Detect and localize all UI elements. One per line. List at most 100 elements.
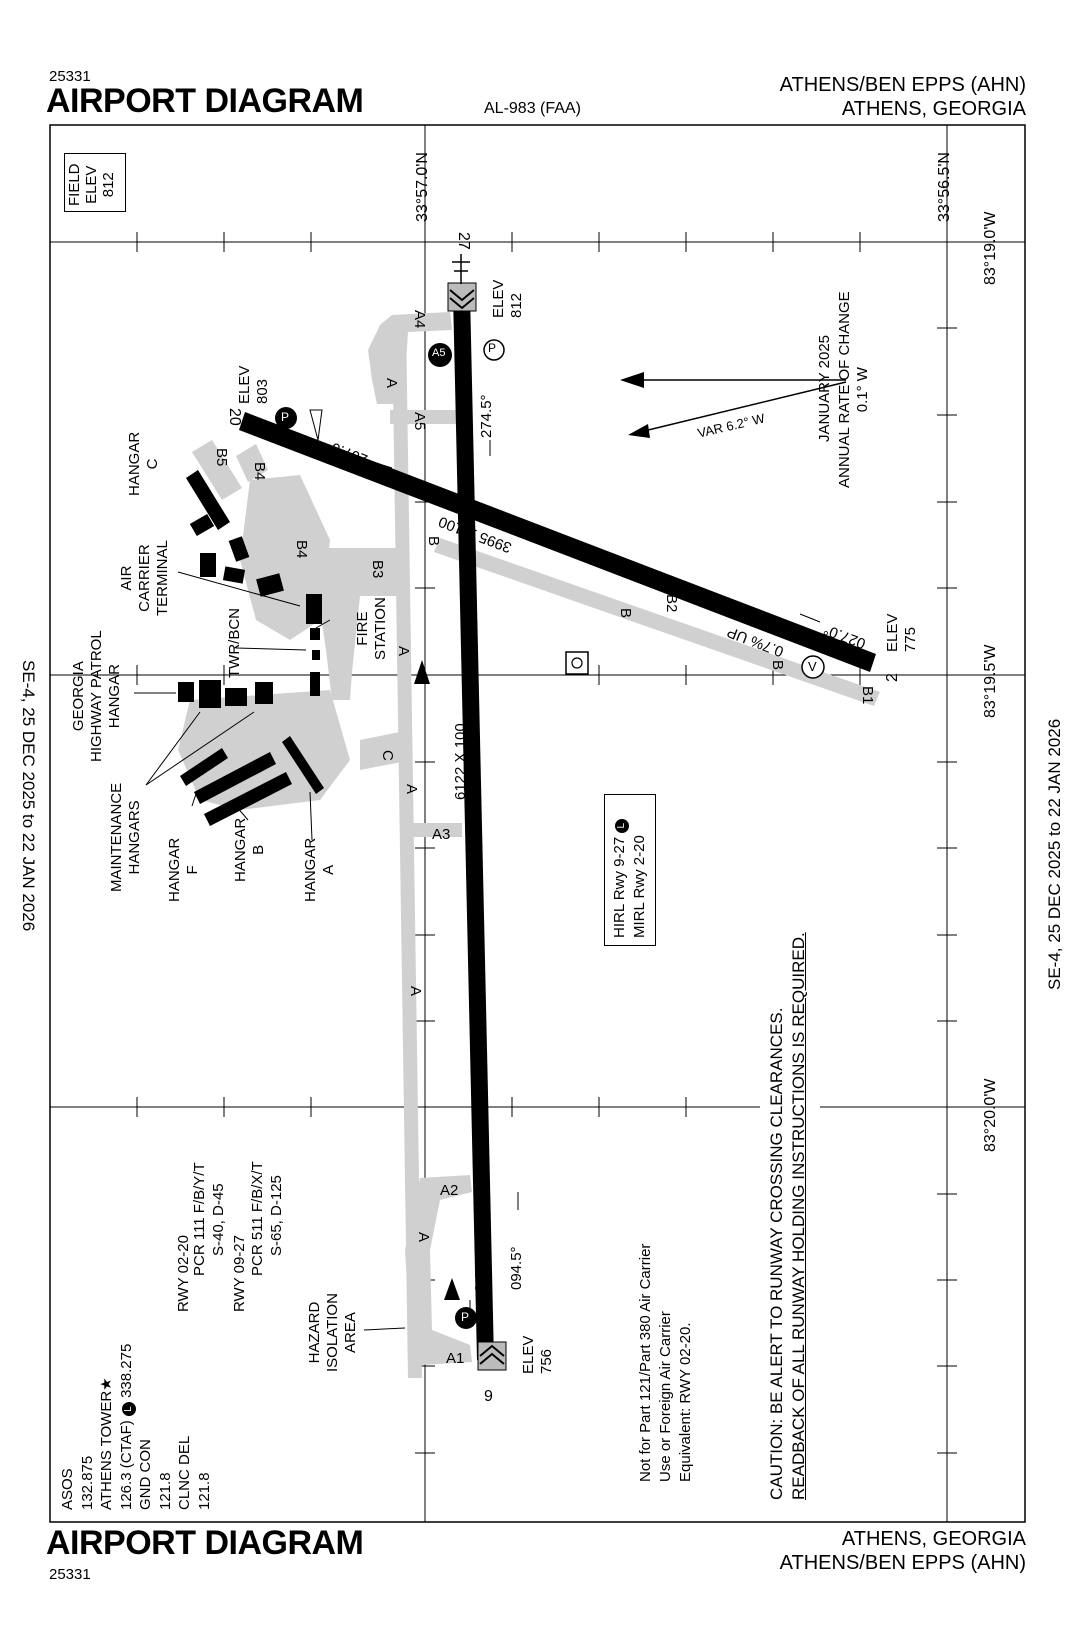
taxiway-c <box>360 730 412 770</box>
runway-27-label: 27 <box>455 232 472 250</box>
bearing-arrows <box>369 440 821 1310</box>
approach-lights-27 <box>452 254 470 284</box>
mirl-line: MIRL Rwy 2-20 <box>631 835 648 938</box>
tower-label: ATHENS TOWER <box>98 1390 115 1510</box>
lon-label-1: 83°19.0'W <box>982 211 999 286</box>
taxiway-a5-area <box>368 312 452 404</box>
windcone-icon-north <box>309 409 323 441</box>
strength-rwy-09-27: RWY 09-27 <box>231 1235 248 1312</box>
hirl-line: HIRL Rwy 9-27 L <box>610 818 630 938</box>
footer-title: AIRPORT DIAGRAM <box>46 1524 364 1562</box>
elevation-27: ELEV 812 <box>490 280 526 318</box>
lat-label-top-right: 33°56.5'N <box>936 152 953 222</box>
rate-line-1: ANNUAL RATE OF CHANGE <box>836 291 853 488</box>
ctaf-line: 126.3 (CTAF) L 338.275 <box>117 1344 137 1510</box>
ga-patrol-hangar-label: GEORGIA HIGHWAY PATROL HANGAR <box>70 630 124 762</box>
parking-letter-20: P <box>281 410 290 424</box>
building <box>225 688 247 706</box>
runway-2-20 <box>239 412 876 672</box>
taxiway-b5 <box>192 440 242 500</box>
building <box>222 566 246 584</box>
hangar-c-label: HANGAR C <box>126 432 162 496</box>
footer-procedure-number: 25331 <box>49 1566 91 1583</box>
sd-09-27: S-65, D-125 <box>268 1175 285 1256</box>
elev-9-label: ELEV <box>520 1335 537 1374</box>
elev-27-label: ELEV <box>490 279 507 318</box>
magnetic-variation <box>620 372 847 438</box>
ga-patrol-line-3: HANGAR <box>106 664 123 729</box>
elevation-2: ELEV 775 <box>884 614 920 652</box>
part121-line-2: Use or Foreign Air Carrier <box>657 1311 674 1482</box>
al-number: AL-983 (FAA) <box>484 100 581 117</box>
lighting-box <box>604 794 656 946</box>
runway-9-chevrons <box>477 1341 507 1371</box>
taxiway-b4 <box>236 444 268 482</box>
building <box>255 682 273 704</box>
symbols <box>275 339 825 1329</box>
hangar-b-label: HANGAR B <box>232 818 268 882</box>
true-north-arrow <box>620 372 644 388</box>
taxiway-b <box>434 538 880 706</box>
taxiway-a4 <box>390 410 460 424</box>
building <box>200 553 216 577</box>
taxiway-label-b5: B5 <box>213 448 230 467</box>
hazard-line-3: AREA <box>342 1312 359 1353</box>
act-line-2: CARRIER <box>136 544 153 612</box>
runway-strength-09-27-values: PCR 511 F/B/X/T S-65, D-125 <box>248 1161 286 1276</box>
fire-text: FIRE <box>354 611 371 646</box>
runway-2-label: 2 <box>884 673 901 682</box>
city-state: ATHENS, GEORGIA <box>841 98 1026 120</box>
building <box>199 680 221 708</box>
hangar-a-label: HANGAR A <box>302 838 338 902</box>
buildings <box>178 470 324 826</box>
hangar-b-building <box>204 772 292 826</box>
lat-lon-grid <box>50 125 1025 1522</box>
maintenance-hangar-building <box>180 748 228 786</box>
hangar-f-text: HANGAR <box>166 837 183 902</box>
runway-strength-02-20-values: PCR 111 F/B/Y/T S-40, D-45 <box>190 1162 228 1276</box>
magnetic-north-arrow <box>628 424 650 438</box>
building <box>189 513 215 537</box>
taxiway-label-a-5: A <box>415 1232 432 1243</box>
ctaf-icon: L <box>121 1402 136 1417</box>
hotspot-a4-letter: A5 <box>432 347 446 359</box>
lon-label-2: 83°19.5'W <box>982 644 999 719</box>
part121-line-1: Not for Part 121/Part 380 Air Carrier <box>637 1243 654 1482</box>
hangar-a-building <box>282 736 324 794</box>
elev-2-label: ELEV <box>884 613 901 652</box>
hangar-b-text: HANGAR <box>232 817 249 882</box>
vor-icon <box>565 651 589 675</box>
runway-9-27 <box>453 294 494 1360</box>
taxiway-label-a-4: A <box>407 986 424 997</box>
taxiway-label-a2: A2 <box>440 1182 459 1199</box>
parking-icon-north <box>483 339 505 361</box>
hazard-line-2: ISOLATION <box>324 1293 341 1372</box>
ga-patrol-line-2: HIGHWAY PATROL <box>88 630 105 762</box>
taxiway-label-a4: A5 <box>411 412 428 431</box>
hangar-c-letter: C <box>144 458 161 470</box>
beacon-icon <box>414 660 430 684</box>
elev-27-value: 812 <box>508 292 525 318</box>
sd-02-20: S-40, D-45 <box>210 1183 227 1256</box>
grid-ticks <box>136 232 957 1454</box>
fire-station-building <box>310 628 320 640</box>
hazard-line-1: HAZARD <box>306 1301 323 1364</box>
runway-9-27-dimensions: 6122 X 100 <box>452 723 469 800</box>
hotspot-v-letter: V <box>808 659 817 674</box>
bearing-274: 274.5° <box>478 394 495 438</box>
taxiway-label-a-1: A <box>383 378 400 389</box>
hangar-a-text: HANGAR <box>302 837 319 902</box>
hazard-isolation-label: HAZARD ISOLATION AREA <box>306 1293 360 1372</box>
hangar-f-label: HANGAR F <box>166 838 202 902</box>
runway-27-chevrons <box>447 282 477 312</box>
asos-label: ASOS <box>59 1468 76 1510</box>
act-line-1: AIR <box>118 565 135 591</box>
hangar-f-letter: F <box>184 865 201 875</box>
parking-icon-9 <box>455 1307 477 1329</box>
lat-label-top-left: 33°57.0'N <box>414 152 431 222</box>
communications-block: ASOS 132.875 ATHENS TOWER★ 126.3 (CTAF) … <box>58 1344 214 1510</box>
building <box>256 573 284 597</box>
gnd-con-label: GND CON <box>137 1439 154 1510</box>
rate-line-2: 0.1° W <box>854 367 871 413</box>
